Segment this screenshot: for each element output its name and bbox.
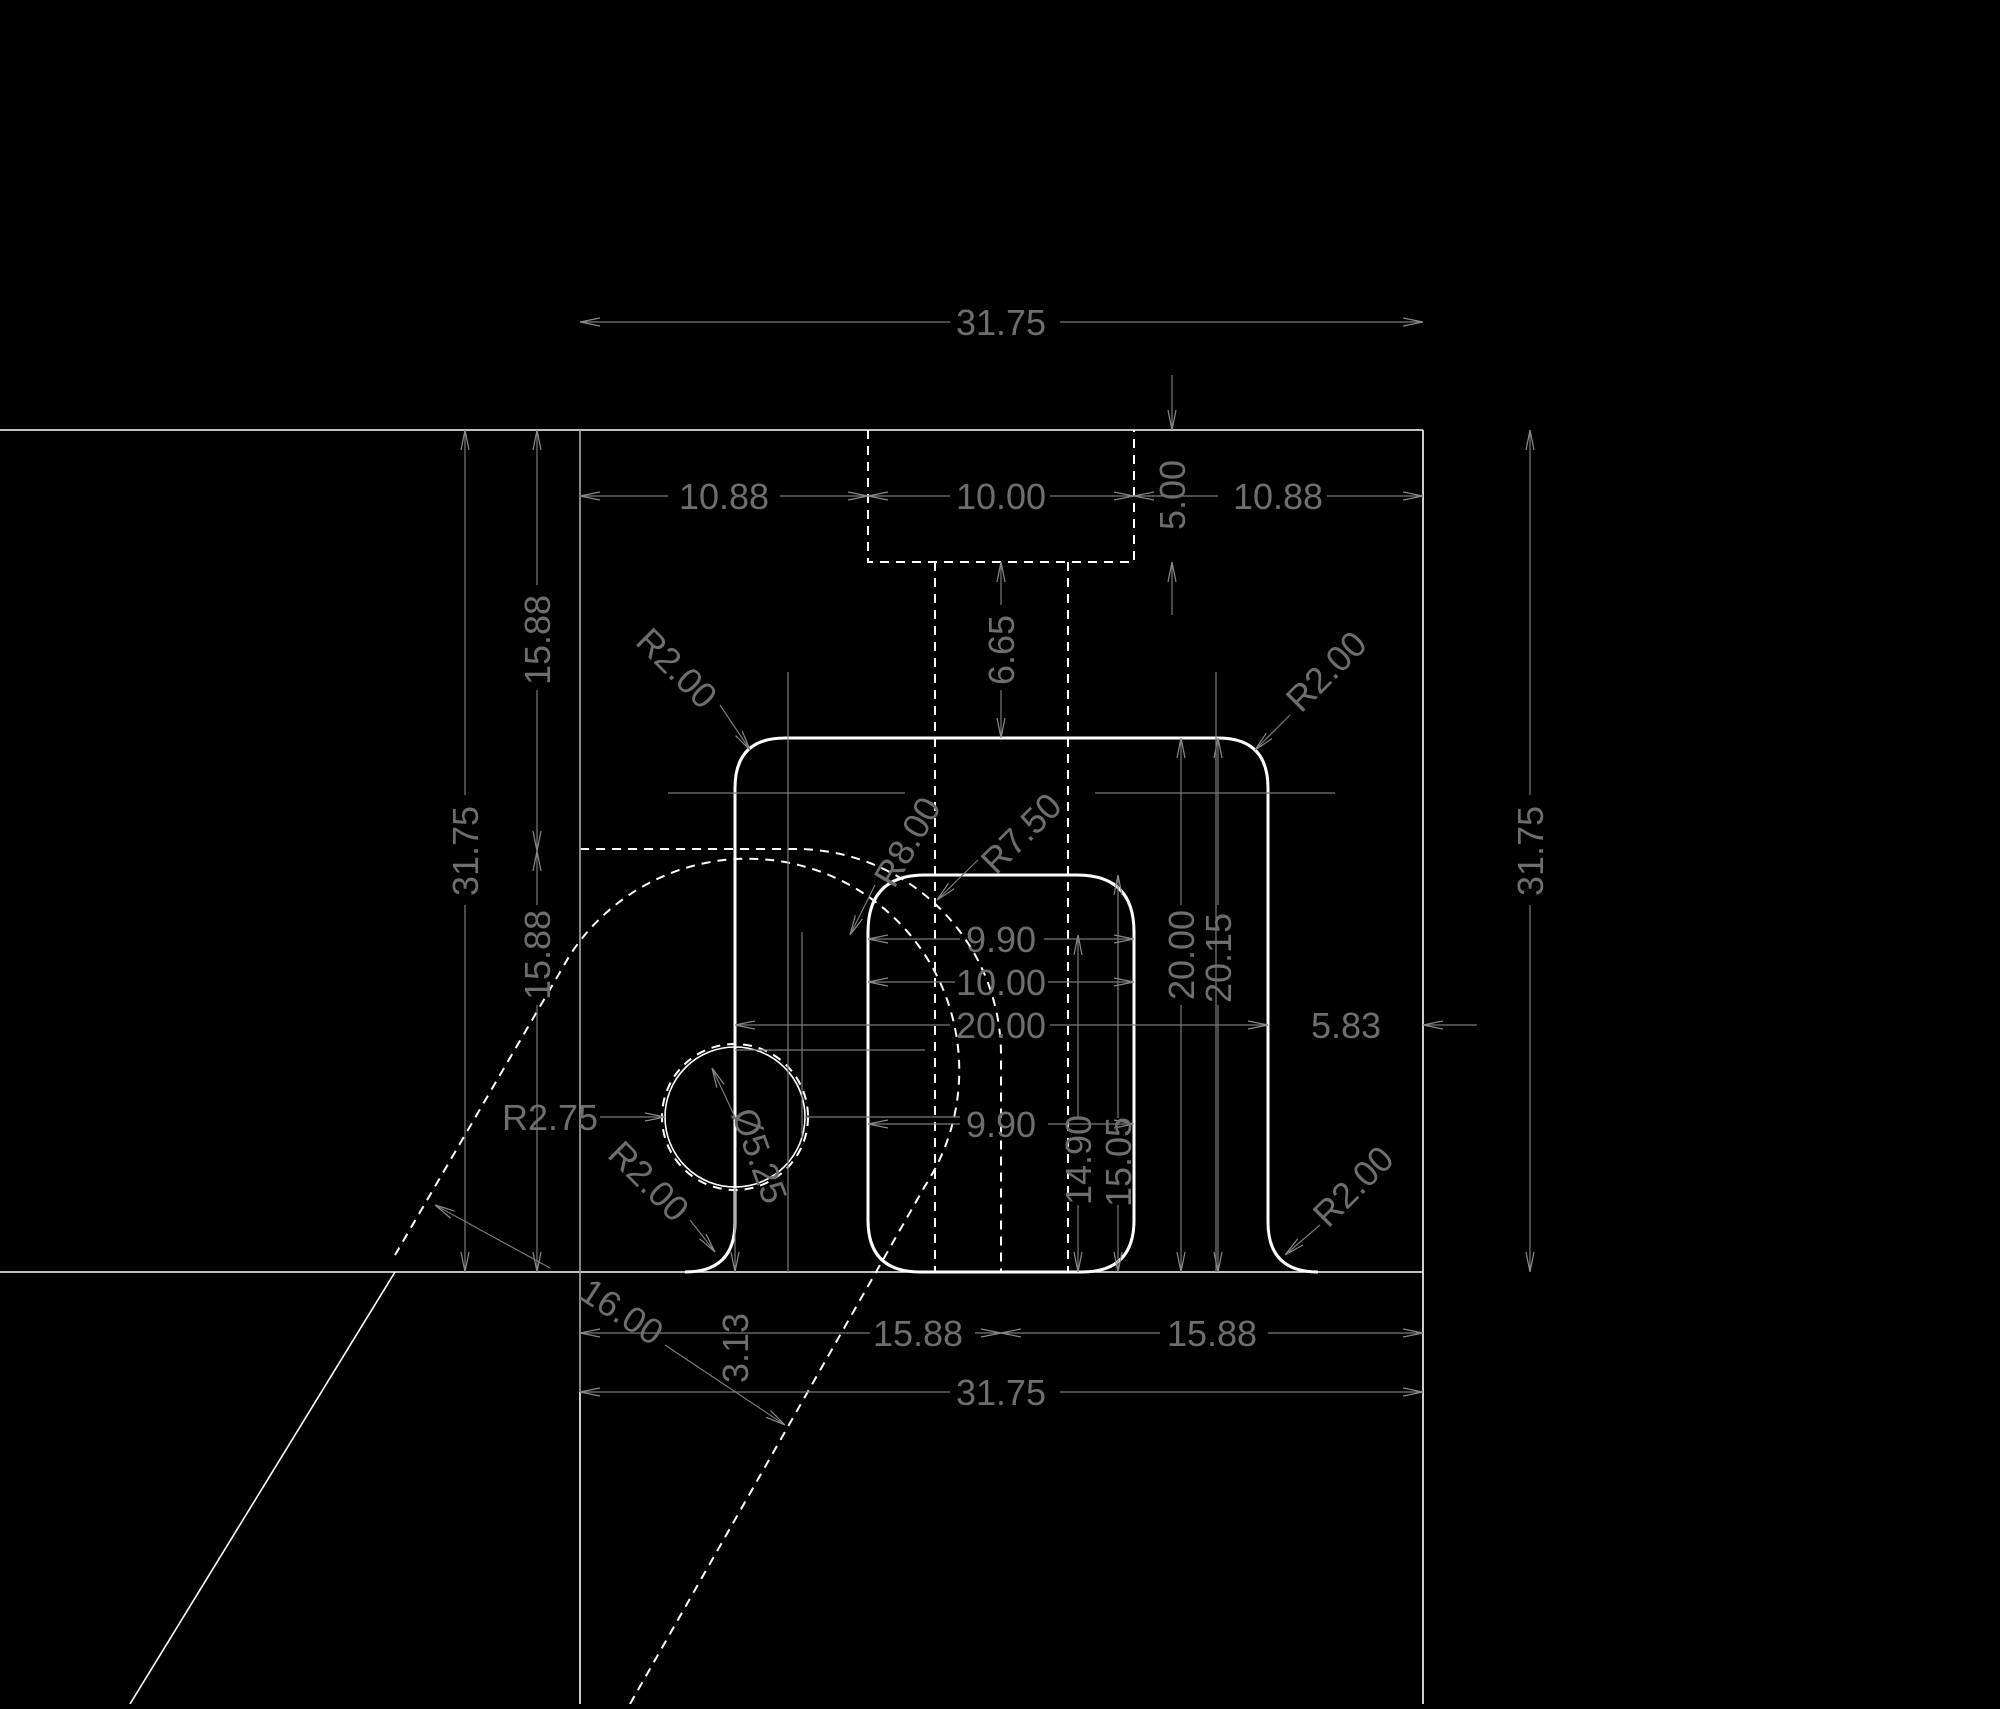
dim-label: R2.75 bbox=[502, 1097, 598, 1138]
dim-label: R2.00 bbox=[1278, 623, 1375, 720]
dim-label: 15.88 bbox=[517, 595, 558, 685]
dim-label: 10.00 bbox=[956, 962, 1046, 1003]
dim-label: R2.00 bbox=[600, 1133, 697, 1230]
hidden-lines bbox=[394, 430, 1135, 1705]
dim-label: 31.75 bbox=[1510, 806, 1551, 896]
dim-label: 20.00 bbox=[956, 1005, 1046, 1046]
dim-label: R7.50 bbox=[973, 785, 1070, 882]
leader-line bbox=[1255, 714, 1291, 750]
dim-label: 31.75 bbox=[956, 302, 1046, 343]
dim-label: 14.90 bbox=[1058, 1115, 1099, 1205]
dim-label: R2.00 bbox=[1305, 1138, 1402, 1235]
leader-line bbox=[712, 1068, 736, 1118]
dim-label: R2.00 bbox=[628, 620, 725, 717]
cam-arc-hidden bbox=[394, 857, 961, 1705]
inner-pocket-profile bbox=[866, 873, 1136, 1274]
dim-label: 15.88 bbox=[873, 1313, 963, 1354]
leader-line bbox=[689, 1219, 715, 1252]
leader-line bbox=[1285, 1224, 1321, 1255]
dim-label: 20.00 bbox=[1161, 910, 1202, 1000]
dim-label: 3.13 bbox=[715, 1313, 756, 1383]
dim-label: 10.88 bbox=[679, 476, 769, 517]
dim-label: 9.90 bbox=[966, 919, 1036, 960]
dim-label: 6.65 bbox=[981, 615, 1022, 685]
dim-label: 9.90 bbox=[966, 1104, 1036, 1145]
dim-line bbox=[664, 1344, 785, 1425]
dim-label: 5.83 bbox=[1311, 1005, 1381, 1046]
leader-line bbox=[850, 884, 876, 935]
dim-label: 16.00 bbox=[573, 1270, 671, 1353]
dim-label: 15.88 bbox=[1167, 1313, 1257, 1354]
dim-label: 5.00 bbox=[1152, 460, 1193, 530]
geometry-lines bbox=[0, 429, 1424, 1705]
leader-line bbox=[719, 704, 750, 750]
dim-label: R8.00 bbox=[865, 790, 949, 894]
dim-label: 15.88 bbox=[517, 910, 558, 1000]
dim-line bbox=[435, 1205, 551, 1269]
dimension-labels: 31.75 10.88 10.00 10.88 5.00 6.65 R2.00 … bbox=[445, 302, 1551, 1413]
dim-label: 10.88 bbox=[1233, 476, 1323, 517]
diagonal-edge-line bbox=[129, 1271, 396, 1705]
outer-arc-hidden bbox=[580, 847, 1002, 1272]
leader-line bbox=[937, 859, 979, 900]
dim-label: 31.75 bbox=[445, 806, 486, 896]
dim-label: 15.05 bbox=[1098, 1117, 1139, 1207]
dim-label: 20.15 bbox=[1198, 913, 1239, 1003]
dim-label: 31.75 bbox=[956, 1372, 1046, 1413]
dimension-lines bbox=[435, 322, 1530, 1425]
dim-label: 10.00 bbox=[956, 476, 1046, 517]
